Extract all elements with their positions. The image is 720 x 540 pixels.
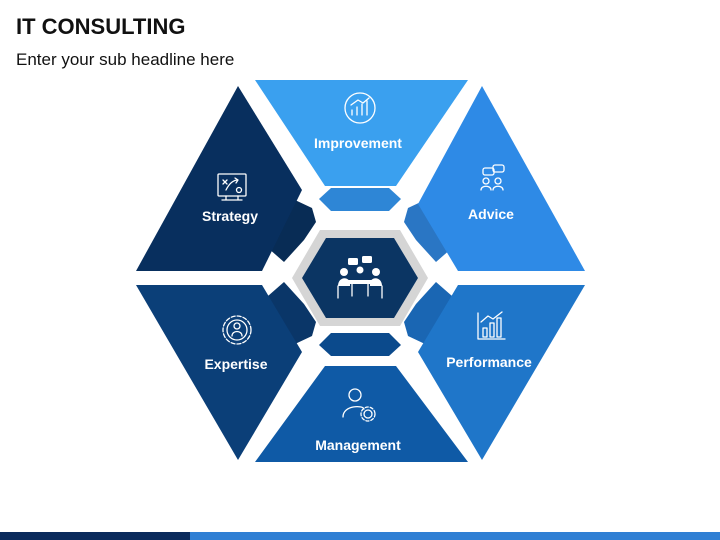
segment-advice: Advice [418,86,585,271]
segment-expertise: Expertise [136,285,302,460]
connector-top-right [404,200,452,262]
center-hexagon [302,238,418,318]
segment-advice-shape [418,86,585,271]
page-title: IT CONSULTING [16,14,186,39]
bottom-accent-bar [0,532,720,540]
segment-strategy-shape [136,86,302,271]
connector-top-left [268,200,316,262]
segment-performance-label: Performance [446,354,532,370]
user-gear-icon [342,388,376,422]
segment-expertise-shape [136,285,302,460]
growth-cycle-icon [344,92,376,124]
segment-advice-label: Advice [468,206,514,222]
discussion-people-icon [480,164,505,191]
expert-gear-icon [222,315,252,345]
performance-chart-icon [477,311,506,340]
segment-management-label: Management [315,437,401,453]
segment-strategy-label: Strategy [202,208,258,224]
connector-ring [268,188,452,356]
connector-bottom-right [404,282,452,344]
segment-strategy: Strategy [136,86,302,271]
strategy-board-icon [217,173,247,201]
segment-performance-shape [418,285,585,460]
bottom-accent-bar-light [190,532,720,540]
segment-performance: Performance [418,285,585,460]
meeting-table-icon [337,256,383,299]
segment-management: Management [255,366,468,462]
segment-expertise-label: Expertise [204,356,267,372]
segment-improvement-shape [255,80,468,186]
connector-top [319,188,401,211]
page-subtitle: Enter your sub headline here [16,50,235,69]
center-hub [292,230,428,326]
connector-bottom [319,333,401,356]
segment-improvement: Improvement [255,80,468,186]
bottom-accent-bar-dark [0,532,190,540]
segment-improvement-label: Improvement [314,135,402,151]
connector-bottom-left [268,282,316,344]
